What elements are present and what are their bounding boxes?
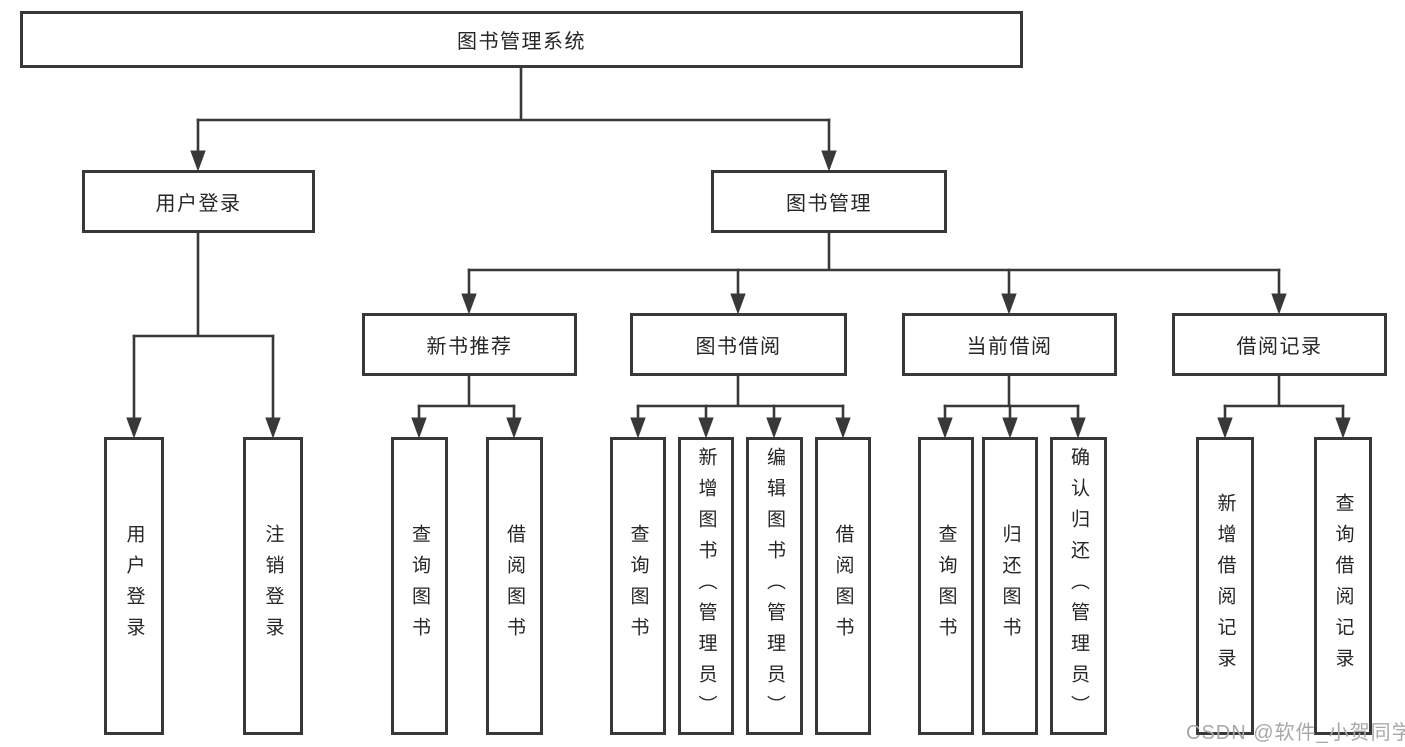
node-label: 查询图书: [409, 524, 430, 648]
node-label: 图书借阅: [695, 336, 782, 358]
leaf-bw-edit-books-admin: 编辑图书（管理员）: [746, 437, 803, 735]
leaf-nb-borrow-books: 借阅图书: [486, 437, 543, 735]
node-book-borrow: 图书借阅: [630, 313, 847, 376]
node-label: 确认归还（管理员）: [1068, 446, 1089, 726]
node-current-borrow: 当前借阅: [902, 313, 1117, 376]
leaf-cur-query-books: 查询图书: [918, 437, 974, 735]
node-label: 编辑图书（管理员）: [764, 446, 785, 726]
leaf-bw-query-books: 查询图书: [610, 437, 666, 735]
node-label: 注销登录: [262, 524, 284, 648]
node-label: 当前借阅: [966, 336, 1053, 358]
leaf-cur-return-books: 归还图书: [982, 437, 1038, 735]
node-book-management: 图书管理: [711, 170, 947, 233]
node-root-system: 图书管理系统: [20, 11, 1023, 68]
node-label: 借阅记录: [1236, 336, 1323, 358]
node-user-login: 用户登录: [82, 170, 315, 233]
leaf-rec-query-record: 查询借阅记录: [1314, 437, 1372, 735]
node-label: 图书管理: [786, 193, 872, 215]
csdn-watermark: CSDN @软件_小贺同学: [1186, 722, 1405, 744]
node-label: 用户登录: [155, 193, 242, 215]
node-label: 新书推荐: [426, 336, 513, 358]
node-label: 查询借阅记录: [1332, 493, 1354, 679]
node-borrow-records: 借阅记录: [1172, 313, 1387, 376]
node-label: 归还图书: [999, 524, 1021, 648]
node-label: 用户登录: [123, 524, 145, 648]
node-label: 借阅图书: [832, 524, 854, 648]
leaf-rec-add-record: 新增借阅记录: [1196, 437, 1254, 735]
leaf-logout: 注销登录: [243, 437, 303, 735]
node-label: 查询图书: [935, 524, 957, 648]
node-label: 图书管理系统: [457, 31, 586, 53]
leaf-nb-query-books: 查询图书: [391, 437, 448, 735]
leaf-bw-add-books-admin: 新增图书（管理员）: [678, 437, 734, 735]
node-label: 新增图书（管理员）: [695, 446, 717, 726]
node-label: 新增借阅记录: [1214, 493, 1236, 679]
node-label: 查询图书: [627, 524, 649, 648]
leaf-bw-borrow-books: 借阅图书: [815, 437, 871, 735]
leaf-user-login: 用户登录: [104, 437, 164, 735]
leaf-cur-confirm-return-admin: 确认归还（管理员）: [1050, 437, 1107, 735]
node-new-book-recommend: 新书推荐: [362, 313, 577, 376]
node-label: 借阅图书: [504, 524, 525, 648]
